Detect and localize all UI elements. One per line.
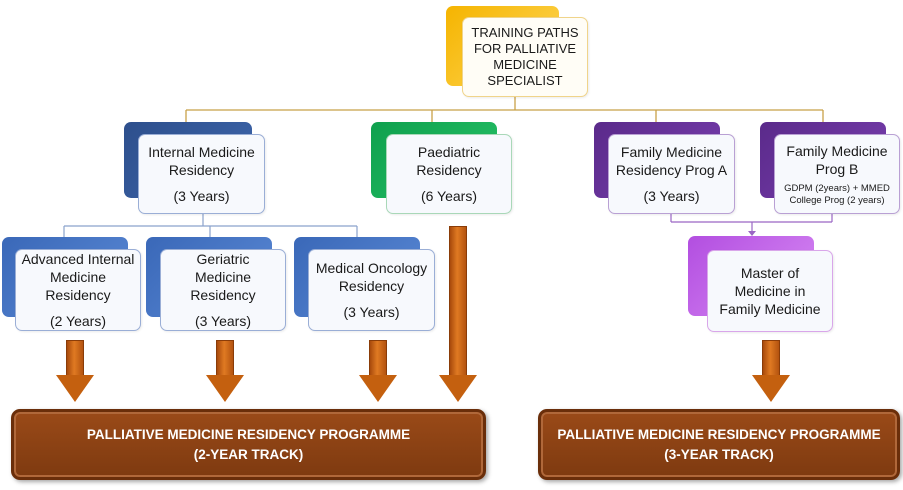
root-line-3: MEDICINE xyxy=(493,57,557,72)
two-year-track-title: PALLIATIVE MEDICINE RESIDENCY PROGRAMME xyxy=(86,426,411,442)
family-prog-a-line-2: Residency Prog A xyxy=(615,162,728,178)
master-family-line-2: Medicine in xyxy=(734,283,806,299)
internal-medicine-line-1: Internal Medicine xyxy=(148,144,255,160)
medical-oncology-duration: (3 Years) xyxy=(343,304,400,320)
family-connector-arrowhead xyxy=(748,231,756,236)
geriatric-line-1: Geriatric xyxy=(196,251,250,267)
advanced-internal-line-3: Residency xyxy=(45,287,111,303)
family-prog-a-duration: (3 Years) xyxy=(643,188,700,204)
geriatric-line-2: Medicine xyxy=(194,269,252,285)
internal-medicine-node: Internal Medicine Residency (3 Years) xyxy=(138,134,265,214)
two-year-track-subtitle: (2-YEAR TRACK) xyxy=(193,446,304,462)
internal-medicine-connectors xyxy=(63,214,358,237)
internal-medicine-line-2: Residency xyxy=(168,162,235,178)
two-year-track-banner: PALLIATIVE MEDICINE RESIDENCY PROGRAMME … xyxy=(11,409,486,480)
arrow-down-icon xyxy=(206,340,244,402)
three-year-track-title: PALLIATIVE MEDICINE RESIDENCY PROGRAMME xyxy=(557,426,881,442)
master-family-node: Master of Medicine in Family Medicine xyxy=(707,250,833,332)
arrow-down-icon xyxy=(439,226,477,402)
root-line-1: TRAINING PATHS xyxy=(471,25,579,40)
family-prog-b-note-1: GDPM (2years) + MMED xyxy=(784,182,890,194)
root-connectors xyxy=(185,92,824,122)
medical-oncology-line-2: Residency xyxy=(338,278,405,294)
paediatric-line-2: Residency xyxy=(416,162,482,178)
root-node: TRAINING PATHS FOR PALLIATIVE MEDICINE S… xyxy=(462,17,588,97)
family-prog-b-line-1: Family Medicine xyxy=(786,142,888,159)
advanced-internal-line-1: Advanced Internal xyxy=(21,251,135,267)
medical-oncology-line-1: Medical Oncology xyxy=(315,260,428,276)
paediatric-node: Paediatric Residency (6 Years) xyxy=(386,134,512,214)
arrow-down-icon xyxy=(56,340,94,402)
medical-oncology-node: Medical Oncology Residency (3 Years) xyxy=(308,249,435,331)
geriatric-node: Geriatric Medicine Residency (3 Years) xyxy=(160,249,286,331)
master-family-line-3: Family Medicine xyxy=(719,301,821,317)
family-prog-b-node: Family Medicine Prog B GDPM (2years) + M… xyxy=(774,134,900,214)
paediatric-line-1: Paediatric xyxy=(417,144,481,160)
family-prog-b-line-2: Prog B xyxy=(815,160,859,177)
root-line-2: FOR PALLIATIVE xyxy=(473,41,577,56)
master-family-line-1: Master of xyxy=(740,265,800,281)
three-year-track-subtitle: (3-YEAR TRACK) xyxy=(664,446,774,462)
three-year-track-banner: PALLIATIVE MEDICINE RESIDENCY PROGRAMME … xyxy=(538,409,900,480)
advanced-internal-duration: (2 Years) xyxy=(49,313,107,329)
family-prog-a-line-1: Family Medicine xyxy=(620,144,723,160)
internal-medicine-duration: (3 Years) xyxy=(173,188,230,204)
root-line-4: SPECIALIST xyxy=(487,73,563,88)
advanced-internal-line-2: Medicine xyxy=(49,269,107,285)
arrow-down-icon xyxy=(359,340,397,402)
paediatric-duration: (6 Years) xyxy=(420,188,478,204)
advanced-internal-node: Advanced Internal Medicine Residency (2 … xyxy=(15,249,141,331)
family-prog-a-node: Family Medicine Residency Prog A (3 Year… xyxy=(608,134,735,214)
geriatric-line-3: Residency xyxy=(190,287,256,303)
family-prog-b-note-2: College Prog (2 years) xyxy=(789,194,885,206)
geriatric-duration: (3 Years) xyxy=(194,313,252,329)
family-medicine-connectors xyxy=(670,214,833,232)
arrow-down-icon xyxy=(752,340,790,402)
